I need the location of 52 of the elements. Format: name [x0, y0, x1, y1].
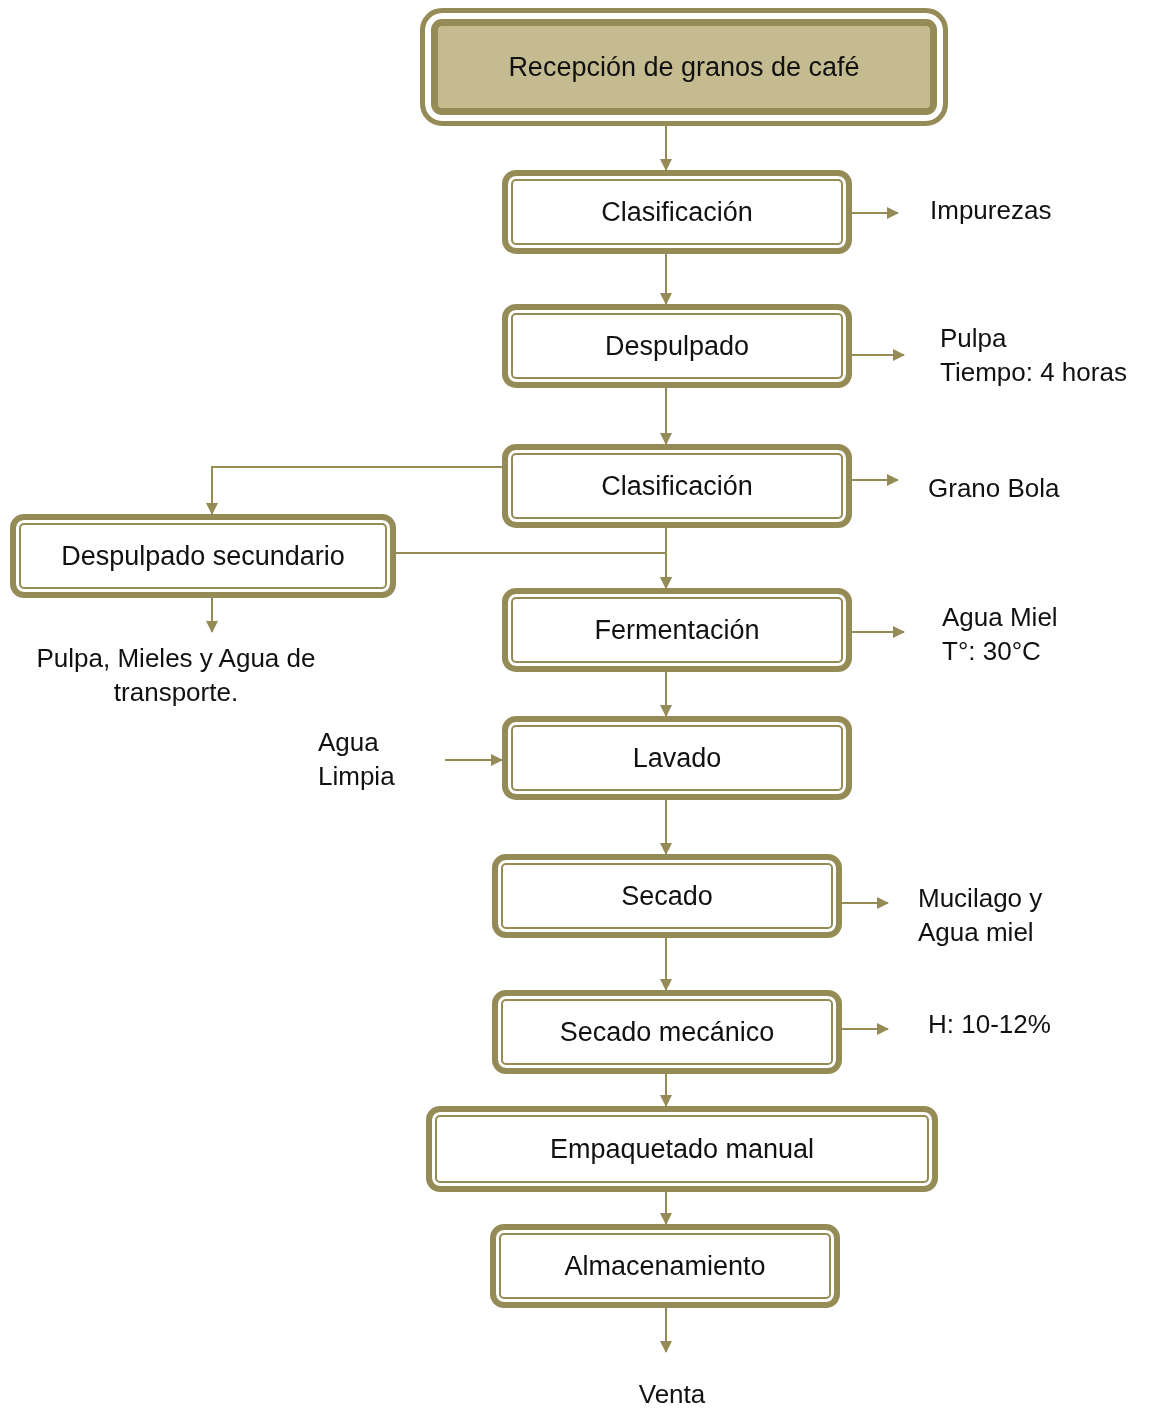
step-label: Clasificación — [601, 196, 753, 228]
arrow — [841, 897, 889, 909]
arrow — [395, 552, 672, 589]
process-box — [502, 716, 852, 800]
output-label: H: 10-12% — [928, 1008, 1052, 1041]
process-box — [10, 514, 396, 598]
arrow — [660, 671, 672, 717]
output-label: Agua Miel — [942, 601, 1059, 634]
process-box — [502, 304, 852, 388]
process-box — [502, 170, 852, 254]
process-box — [490, 1224, 840, 1308]
arrow — [206, 466, 503, 515]
step-label: Empaquetado manual — [549, 1133, 815, 1165]
arrow — [206, 597, 218, 633]
output-label: Grano Bola — [928, 472, 1061, 505]
arrow — [660, 1307, 672, 1353]
step-label: Secado — [621, 880, 713, 912]
step-label: Lavado — [632, 742, 722, 774]
process-box — [426, 1106, 938, 1192]
output-label: Impurezas — [930, 194, 1053, 227]
arrow — [660, 253, 672, 305]
step-label: Fermentación — [594, 614, 760, 646]
output-label: Agua Limpia — [318, 726, 396, 793]
process-box — [492, 854, 842, 938]
output-label: Venta — [637, 1378, 707, 1411]
arrow — [660, 937, 672, 991]
step-label: Secado mecánico — [559, 1016, 775, 1048]
arrow — [660, 1073, 672, 1107]
output-label: T°: 30°C — [942, 634, 1042, 668]
output-label: Pulpa, Mieles y Agua de transporte. — [35, 642, 317, 709]
arrow — [851, 349, 905, 361]
step-label: Clasificación — [601, 470, 753, 502]
arrow — [841, 1023, 889, 1035]
output-label: Mucilago y Agua miel — [918, 882, 1044, 949]
arrow — [444, 754, 503, 766]
arrow — [851, 626, 905, 638]
process-box — [420, 8, 948, 126]
process-box — [502, 444, 852, 528]
process-box — [502, 588, 852, 672]
step-label: Despulpado — [604, 330, 750, 362]
process-box — [492, 990, 842, 1074]
arrow — [660, 125, 672, 171]
arrow — [660, 387, 672, 445]
step-label: Recepción de granos de café — [508, 51, 860, 83]
arrow — [851, 207, 899, 219]
output-label: Tiempo: 4 horas — [940, 355, 1128, 389]
step-label: Despulpado secundario — [61, 540, 345, 572]
step-label: Almacenamiento — [564, 1250, 766, 1282]
output-label: Pulpa — [940, 322, 1008, 355]
arrow — [660, 799, 672, 855]
arrow — [660, 1191, 672, 1225]
arrow — [851, 474, 899, 486]
